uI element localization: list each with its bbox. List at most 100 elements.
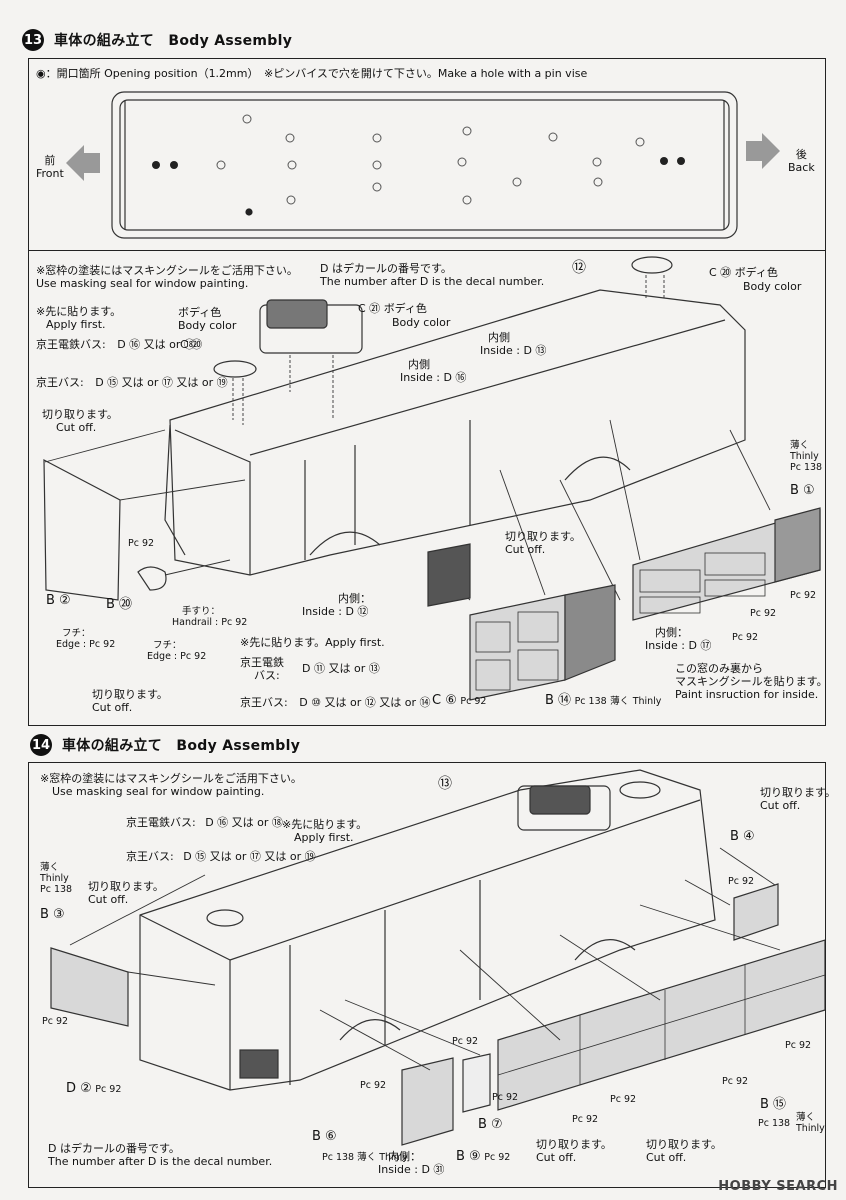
pc92-windows: Pc 92 [750,608,776,619]
decal-d105: D ⑮ 又は or ⑰ 又は or ⑲ [183,850,316,863]
pc92-mid-c: Pc 92 [492,1092,519,1103]
cutoff-bottom-a: 切り取ります。 Cut off. [536,1138,612,1164]
part-b15: B ⑮ [760,1097,787,1112]
b6-thinly-jp: 薄く [357,1152,377,1163]
cutoff-bottom: 切り取ります。 Cut off. [92,688,168,714]
c21-color-en: Body color [392,316,451,329]
c20-left-label: C ⑳ [180,338,203,351]
pc92-mid-a: Pc 92 [452,1036,479,1047]
pc92-d67: Pc 92 [732,632,759,643]
pc92-mid-b: Pc 92 [360,1080,387,1091]
keio14-bus-label: 京王バス: [126,850,174,863]
edge-right-jp: フチ： [153,640,182,651]
cutoff-bottom-jp: 切り取ります。 [92,688,168,701]
first-jp: ※先に貼ります。 [36,305,122,318]
mask14-jp: ※窓枠の塗装にはマスキングシールをご活用下さい。 [40,772,302,785]
b14-thinly-jp: 薄く [610,696,630,707]
back-label: 後 Back [788,148,815,174]
c6-pc92: Pc 92 [460,696,487,707]
edge-left-jp: フチ： [62,628,91,639]
step14-number: 14 [30,734,52,756]
back-en: Back [788,161,815,174]
c21-color-jp: ボディ色 [383,302,427,315]
body-color-en: Body color [743,280,802,293]
step13-mask-note: ※窓枠の塗装にはマスキングシールをご活用下さい。 Use masking sea… [36,264,298,290]
thinly-en: Thinly [790,451,819,462]
step13-divider [28,250,825,251]
cutoff-b4-jp: 切り取ります。 [760,786,836,799]
b15-pc138: Pc 138 [758,1118,790,1129]
thinly-b3: 薄く Thinly Pc 138 [40,862,72,895]
paint-jp1: この窓のみ裏から [675,662,763,675]
step13-decal-note: D はデカールの番号です。 The number after D is the … [320,262,544,288]
c20-top-color-en: Body color [178,319,237,332]
part-b7: B ⑦ [478,1117,503,1132]
b15-thinly-en: Thinly [796,1123,825,1134]
thinly14-en: Thinly [40,873,69,884]
inside-d51-jp: 内側： [388,1150,421,1163]
edge-right: フチ： Edge : Pc 92 [147,640,206,662]
b9-pc92: Pc 92 [484,1152,511,1163]
part-b2: B ② [46,593,71,608]
inside-d51: 内側： Inside : D ㉛ [378,1150,444,1176]
first14-en: Apply first. [294,831,354,844]
part-b4: B ④ [730,829,755,844]
c6-label: C ⑥ [432,693,457,708]
handrail-en: Handrail : [172,617,219,628]
keio-bus-label: 京王バス: [36,376,84,389]
step13-first-note: ※先に貼ります。 Apply first. [36,305,121,331]
pc92-a: Pc 92 [128,538,155,549]
inside-d62-en: Inside : D ⑫ [302,605,369,618]
step13-panel [28,58,826,726]
edge-left: フチ： Edge : Pc 92 [56,628,115,650]
inside-d62-jp: 内側： [338,592,371,605]
inside-d67-en: Inside : D ⑰ [645,639,712,652]
pc92-b4: Pc 92 [728,876,755,887]
first14-jp: ※先に貼ります。 [282,818,368,831]
thinly-jp: 薄く [790,440,810,451]
keio-bus2: 京王バス: D ⑩ 又は or ⑫ 又は or ⑭ [240,696,431,709]
cutoff-left-jp: 切り取ります。 [42,408,118,421]
inside-d63-en: Inside : D ⑬ [480,344,547,357]
decal14-jp: D はデカールの番号です。 [48,1142,180,1155]
step14-mask-note: ※窓枠の塗装にはマスキングシールをご活用下さい。 Use masking sea… [40,772,302,798]
cutoff-b3-en: Cut off. [88,893,129,906]
cutoff-center: 切り取ります。 Cut off. [505,530,581,556]
keio-dentetsu2: 京王電鉄 バス: [240,656,284,682]
decal-jp: D はデカールの番号です。 [320,262,452,275]
hobbysearch-watermark: HOBBY SEARCH [718,1179,838,1194]
b14-pc138: Pc 138 [574,696,607,707]
back-jp: 後 [795,148,807,161]
inside-d66: 内側 Inside : D ⑯ [400,358,466,384]
inside-d67: 内側： Inside : D ⑰ [645,626,711,652]
c21-label: C ㉑ [358,302,381,315]
decal-en: The number after D is the decal number. [320,275,545,288]
cutoff-b4: 切り取ります。 Cut off. [760,786,836,812]
thinly14-jp: 薄く [40,862,60,873]
b6-pc138: Pc 138 薄く Thinly [322,1152,408,1163]
step13-first2: ※先に貼ります。Apply first. [240,636,385,649]
edge-left-pc92: Pc 92 [89,639,116,650]
part-b1: B ① [790,483,815,498]
cutoff-bottom-a-jp: 切り取ります。 [536,1138,612,1151]
part-b9: B ⑨ Pc 92 [456,1150,510,1163]
step14-decal-note: D はデカールの番号です。 The number after D is the … [48,1142,272,1168]
keio-bus2-label: 京王バス: [240,696,288,709]
first-en: Apply first. [46,318,106,331]
cutoff-bottom-b-en: Cut off. [646,1151,687,1164]
b15-pc138-label: Pc 138 [758,1118,791,1129]
c20-right-label: C ⑳ [709,266,732,279]
b6-thinly-en: Thinly [379,1152,408,1163]
mask-en: Use masking seal for window painting. [36,277,249,290]
b9-label: B ⑨ [456,1149,481,1164]
inside-d63-jp: 内側 [488,331,510,344]
step13-title: 車体の組み立て Body Assembly [54,33,293,49]
cutoff-bottom-b-jp: 切り取ります。 [646,1138,722,1151]
front-en: Front [36,167,64,180]
pc138-b3: Pc 138 [40,884,73,895]
cutoff-left: 切り取ります。 Cut off. [42,408,118,434]
part-d2: D ② Pc 92 [66,1082,121,1095]
cutoff-center-jp: 切り取ります。 [505,530,581,543]
decal-d106: D ⑯ 又は or ⑱ [205,816,283,829]
